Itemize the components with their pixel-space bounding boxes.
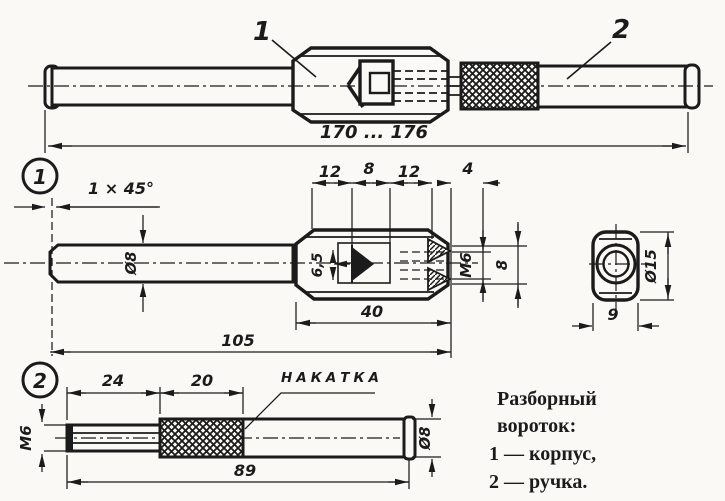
dim-knurl-section: 20	[191, 371, 213, 390]
assembly-knurl-section	[459, 61, 540, 111]
part-ref-2: 2	[612, 15, 630, 45]
chain-extension-lines	[311, 188, 484, 358]
dim-body-overall: 105	[221, 331, 254, 350]
dim-chain-12a: 12	[319, 162, 341, 181]
dim-square-hole: 6,5	[310, 252, 326, 277]
caption-title-line2: вороток:	[497, 415, 576, 437]
dim-handle-thread: М6	[17, 425, 35, 450]
dim-head-length: 40	[360, 302, 383, 321]
square-hole-cone	[352, 247, 374, 281]
knurl-note-leader	[244, 392, 375, 430]
handle-m6-extensions	[44, 424, 66, 452]
assembly-view: 1 2 170 ... 176	[28, 15, 713, 153]
leader-part-1	[271, 39, 317, 78]
dim-rod-diameter: Ø8	[122, 251, 140, 275]
end-view: Ø15 9	[572, 224, 674, 331]
dim-thread-m6: М6	[457, 252, 475, 277]
assembly-extension-lines	[44, 110, 689, 153]
balloon-1-circle	[21, 157, 59, 195]
dim9-extensions	[592, 303, 639, 331]
handle-dia-extensions	[412, 418, 441, 458]
thread-wedge-top	[427, 237, 452, 264]
detail1-head-inner-lines	[305, 236, 434, 293]
handle-top-dim-lines	[66, 387, 244, 420]
dim-handle-overall: 89	[234, 461, 256, 480]
detail-2-view: 2 М6 24 20 НАКАТКА 89 Ø8	[17, 361, 441, 489]
dim-chain-8: 8	[363, 159, 374, 178]
square-hole-outer	[358, 59, 395, 106]
balloon-2-label: 2	[33, 369, 47, 393]
hidden-thread-lines	[393, 70, 447, 102]
dim-end-width: 9	[607, 305, 618, 324]
caption-item-2: 2 — ручка.	[489, 471, 587, 493]
dim89-lines	[66, 455, 410, 489]
caption-title-line1: Разборный	[497, 388, 597, 410]
balloon-2-circle	[21, 361, 59, 399]
dim40-lines	[295, 302, 451, 330]
handle-neck-lines	[448, 76, 461, 96]
dim-end-diameter: Ø15	[642, 249, 660, 284]
dim-bore-8: 8	[493, 260, 511, 270]
caption-block: Разборный вороток: 1 — корпус, 2 — ручка…	[489, 388, 597, 493]
detail-1-view: 1 1 × 45° Ø8 12 8 12 4	[4, 157, 527, 358]
dim-chain-12b: 12	[398, 162, 420, 181]
leader-part-2	[566, 41, 612, 80]
handle-end-cap	[402, 415, 417, 461]
part-ref-1: 1	[253, 17, 271, 47]
assembly-head-inner-lines	[301, 55, 440, 115]
balloon-1-label: 1	[33, 165, 47, 189]
square-hole-inner	[368, 71, 391, 95]
dim-handle-diameter: Ø8	[416, 426, 434, 450]
caption-item-1: 1 — корпус,	[489, 443, 596, 465]
dim-thread-section: 24	[102, 371, 124, 390]
dim-chamfer: 1 × 45°	[88, 179, 154, 198]
dim-overall-length: 170 ... 176	[320, 122, 428, 143]
knurl-note-label: НАКАТКА	[281, 370, 383, 386]
dim-chain-4: 4	[461, 159, 473, 178]
thread-core-lines	[70, 432, 160, 444]
handle-knurl-section	[158, 417, 245, 459]
